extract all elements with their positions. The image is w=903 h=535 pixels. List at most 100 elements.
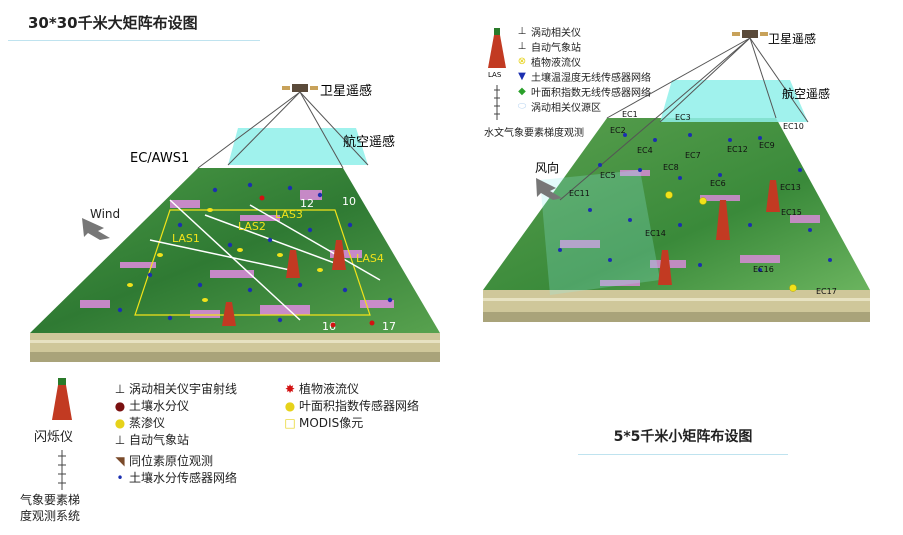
left-las-lines [149, 199, 381, 321]
ec4-label: EC4 [637, 146, 653, 155]
r-legend-eddy-label: 涡动相关仪 [531, 28, 581, 39]
legend-lysimeter: ● 蒸渗仪 [114, 414, 165, 431]
ec8-label: EC8 [663, 163, 679, 172]
right-wind-arrow [536, 178, 562, 200]
r-legend-soil-temp: ▼ 土壤温湿度无线传感器网络 [516, 69, 651, 84]
right-wind-label: 风向 [535, 160, 559, 175]
left-soil-network-markers [117, 182, 393, 323]
legend-soil-network: • 土壤水分传感器网络 [114, 469, 237, 486]
r-soil-temp-icon: ▼ [518, 71, 526, 82]
legend-gradient: 气象要素梯 度观测系统 [20, 492, 80, 524]
lai-icon: ● [284, 398, 296, 413]
r-legend-sap-flow: ⊗ 植物液流仪 [516, 54, 581, 69]
right-aerial-label: 航空遥感 [782, 86, 830, 101]
left-site-10-label: 10 [342, 195, 356, 208]
left-wind-arrow [82, 218, 110, 240]
left-land-patches [80, 190, 394, 318]
left-las4-label: LAS4 [356, 252, 384, 265]
left-wind-label: Wind [90, 207, 120, 221]
r-footprint-icon: ⬭ [517, 101, 527, 112]
legend-modis: □ MODIS像元 [284, 414, 363, 431]
r-legend-lai: ◆ 叶面积指数无线传感器网络 [516, 84, 651, 99]
ec11-label: EC11 [569, 189, 590, 198]
left-field-surface [30, 168, 440, 333]
legend-lysimeter-label: 蒸渗仪 [129, 416, 166, 430]
right-gradient-icon [494, 85, 500, 120]
insitu-icon: ◥ [115, 453, 125, 468]
ec1-label: EC1 [622, 110, 638, 119]
legend-soil-moisture-meter-label: 土壤水分仪 [129, 399, 190, 413]
legend-modis-label: MODIS像元 [299, 416, 364, 430]
r-legend-gradient: 水文气象要素梯度观测 [484, 124, 584, 139]
right-sap-flow-markers [665, 191, 797, 292]
r-legend-aws: ⊥ 自动气象站 [516, 39, 581, 54]
ec6-label: EC6 [710, 179, 726, 188]
legend-aws-label: 自动气象站 [129, 433, 190, 447]
legend-sap-flow-label: 植物液流仪 [299, 382, 360, 396]
legend-lai-network-label: 叶面积指数传感器网络 [299, 399, 420, 413]
right-ec-labels: EC1 EC2 EC3 EC4 EC5 EC6 EC7 EC8 EC9 EC10… [569, 110, 837, 296]
left-ground-slab [30, 333, 440, 362]
r-legend-lai-label: 叶面积指数无线传感器网络 [531, 88, 651, 99]
right-aerial-footprint [660, 80, 808, 122]
soil-network-icon: • [116, 470, 124, 485]
right-satellite-rays [559, 37, 809, 201]
left-legend-scintillometer-icon [52, 378, 72, 420]
legend-soil-network-label: 土壤水分传感器网络 [129, 471, 238, 485]
ec13-label: EC13 [780, 183, 801, 192]
left-satellite-icon [282, 84, 318, 92]
ec15-label: EC15 [781, 208, 802, 217]
legend-eddy-cosmic: ⊥ 涡动相关仪宇宙射线 [114, 380, 237, 397]
legend-eddy-cosmic-label: 涡动相关仪宇宙射线 [129, 382, 238, 396]
left-ec-aws-label: EC/AWS1 [130, 151, 189, 166]
soil-meter-icon: ● [114, 398, 126, 413]
lysimeter-icon: ● [114, 415, 126, 430]
right-towers [658, 180, 780, 285]
left-towers [222, 240, 346, 326]
ec12-label: EC12 [727, 145, 748, 154]
r-aws-icon: ⊥ [517, 41, 527, 52]
r-legend-footprint: ⬭ 涡动相关仪源区 [516, 99, 601, 114]
legend-aws: ⊥ 自动气象站 [114, 431, 189, 448]
r-lai-icon: ◆ [518, 86, 526, 97]
left-title: 30*30千米大矩阵布设图 [8, 6, 260, 41]
legend-insitu-label: 同位素原位观测 [129, 454, 214, 468]
aws-icon: ⊥ [114, 432, 126, 447]
sap-flow-icon: ✸ [284, 381, 296, 396]
legend-scintillometer: 闪烁仪 [34, 426, 73, 445]
ec10-label: EC10 [783, 122, 804, 131]
ec16-label: EC16 [753, 265, 774, 274]
legend-soil-moisture-meter: ● 土壤水分仪 [114, 397, 189, 414]
left-site-17-label: 17 [382, 320, 396, 333]
right-satellite-label: 卫星遥感 [768, 31, 816, 46]
ec9-label: EC9 [759, 141, 775, 150]
r-legend-soil-temp-label: 土壤温湿度无线传感器网络 [531, 73, 651, 84]
ec2-label: EC2 [610, 126, 626, 135]
left-legend-gradient-icon [58, 450, 66, 490]
r-eddy-icon: ⊥ [517, 26, 527, 37]
legend-scintillometer-label: 闪烁仪 [34, 430, 74, 445]
legend-insitu: ◥ 同位素原位观测 [114, 452, 213, 469]
r-legend-sap-flow-label: 植物液流仪 [531, 58, 581, 69]
ec7-label: EC7 [685, 151, 701, 160]
left-satellite-rays [197, 91, 369, 169]
legend-lai-network: ● 叶面积指数传感器网络 [284, 397, 419, 414]
left-aerial-footprint [228, 128, 368, 165]
left-las3-label: LAS3 [275, 208, 303, 221]
right-source-area [540, 170, 660, 295]
left-modis-outline [134, 209, 371, 316]
r-legend-footprint-label: 涡动相关仪源区 [531, 103, 601, 114]
legend-gradient-label: 气象要素梯 度观测系统 [20, 493, 81, 523]
left-las2-label: LAS2 [238, 220, 266, 233]
left-lai-network-markers [127, 208, 323, 302]
ec14-label: EC14 [645, 229, 666, 238]
left-aerial-label: 航空遥感 [343, 134, 395, 150]
r-sap-icon: ⊗ [517, 56, 527, 67]
right-ground-slab [483, 290, 870, 322]
r-legend-eddy: ⊥ 涡动相关仪 [516, 24, 581, 39]
left-satellite-label: 卫星遥感 [320, 83, 372, 99]
right-legend-las-icon [488, 28, 506, 68]
right-las-label: LAS [488, 71, 502, 79]
left-sap-flow-markers [259, 195, 375, 328]
